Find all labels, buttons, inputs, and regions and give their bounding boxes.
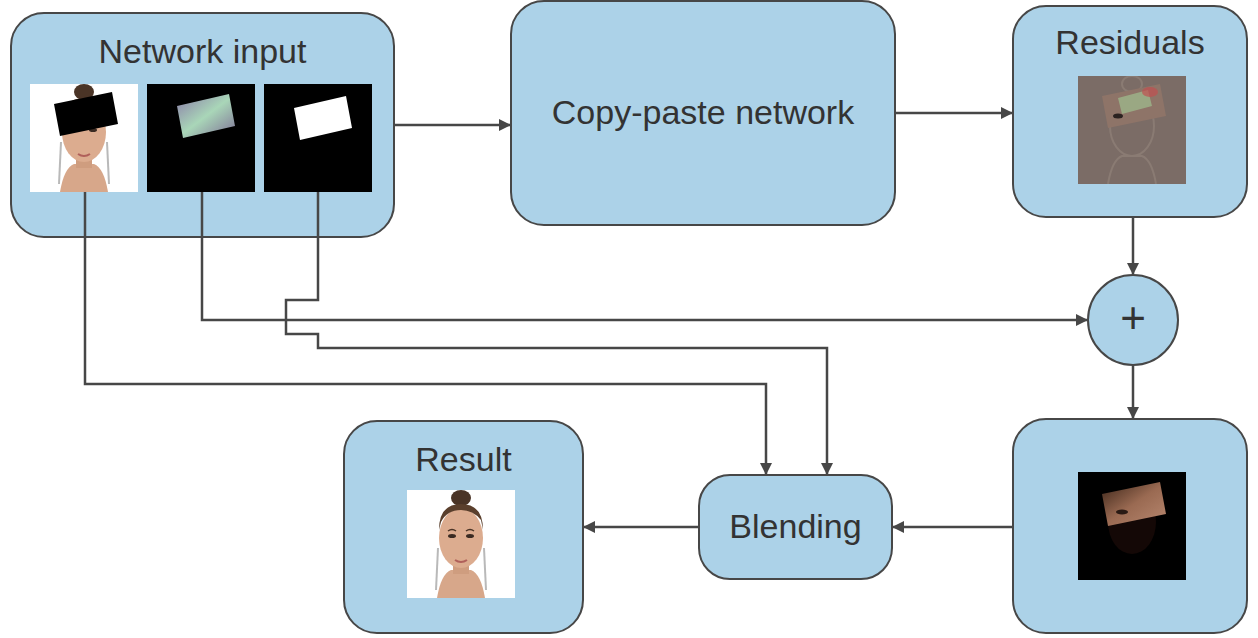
illustration-line (317, 192, 320, 236)
node-label: Residuals (1055, 23, 1204, 62)
illustration-rect (1078, 472, 1186, 580)
illustration-path (1108, 156, 1156, 184)
node-label: Result (415, 440, 511, 479)
illustration-polygon (1102, 84, 1166, 128)
illustration-line (436, 548, 438, 590)
illustration-ellipse (439, 508, 483, 568)
illustration-polygon (177, 94, 235, 138)
illustration-polygon (1102, 482, 1166, 526)
result-image (407, 490, 515, 598)
illustration-line (84, 192, 87, 236)
illustration-path (448, 529, 474, 531)
illustration-path (439, 504, 483, 530)
sum-circle: + (1087, 274, 1179, 366)
process-box: Network input (10, 12, 395, 238)
connector-arrow (395, 124, 510, 127)
illustration-ellipse (451, 490, 471, 506)
residual-image (1078, 76, 1186, 184)
illustration-rect (1078, 76, 1186, 184)
illustration-ellipse (1142, 87, 1158, 97)
illustration-rect (264, 84, 372, 192)
illustration-path (437, 570, 485, 598)
illustration-g (30, 84, 138, 192)
illustration-g (264, 84, 372, 192)
connector-arrow (896, 112, 1012, 115)
process-box: Residuals (1012, 5, 1248, 218)
illustration-path (60, 164, 108, 192)
illustration-line (201, 192, 204, 236)
illustration-rect (407, 490, 515, 598)
illustration-line (59, 142, 61, 184)
illustration-line (484, 548, 486, 590)
connector-arrow (202, 238, 1087, 320)
illustration-path (455, 560, 467, 562)
node-label: Copy-paste network (552, 93, 854, 132)
illustration-polygon (54, 92, 118, 136)
process-box (1012, 418, 1248, 634)
connector-arrow (1132, 218, 1135, 274)
node-label: Blending (729, 507, 861, 546)
connector-arrow (584, 526, 698, 529)
connector-arrow (1132, 366, 1135, 418)
illustration-line (107, 142, 109, 184)
illustration-ellipse (1116, 510, 1128, 515)
node-label: Network input (99, 32, 307, 71)
illustration-ellipse (1113, 114, 1123, 119)
illustration-g (147, 84, 255, 192)
illustration-rect (147, 84, 255, 192)
connector-arrow (893, 526, 1012, 529)
illustration-polygon (294, 96, 352, 140)
illustration-rect (30, 84, 138, 192)
process-box: Blending (698, 474, 893, 580)
illustration-ellipse (466, 534, 474, 538)
process-box: Copy-paste network (510, 0, 896, 226)
illustration-ellipse (448, 534, 456, 538)
sum-image (1078, 472, 1186, 580)
process-box: Result (343, 420, 584, 634)
node-label: + (1120, 296, 1146, 340)
illustration-path (78, 154, 90, 156)
